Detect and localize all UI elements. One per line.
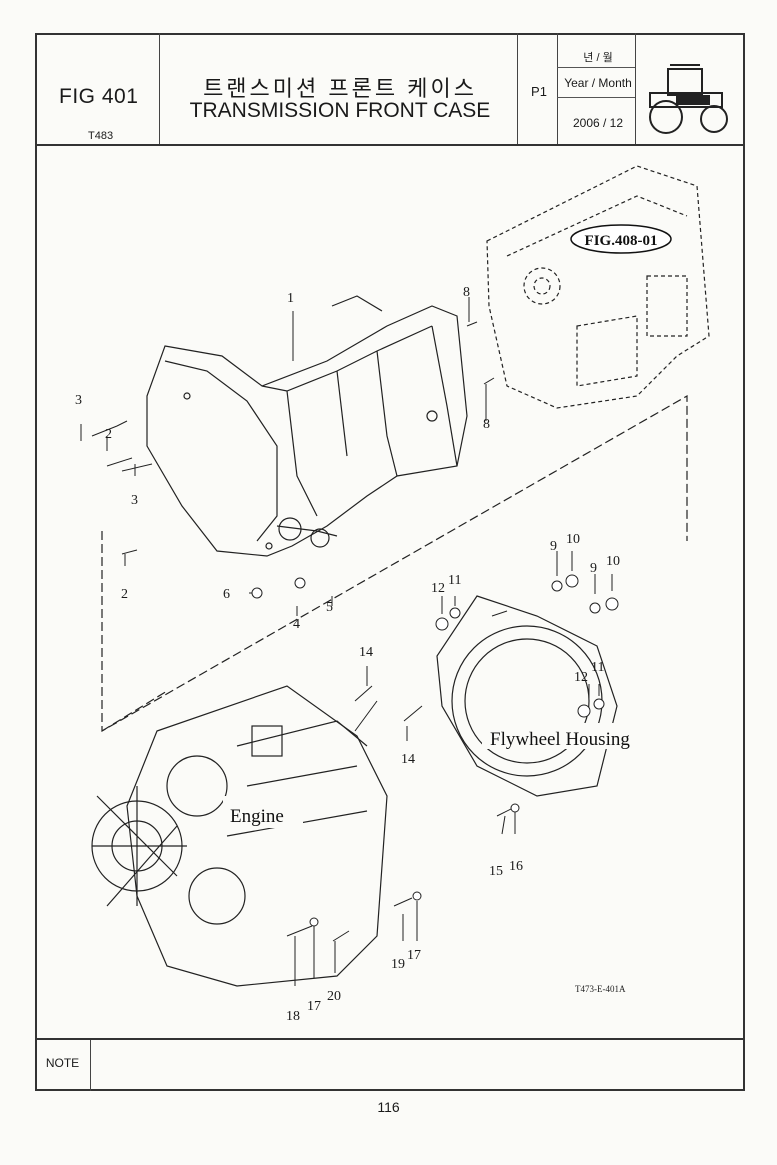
callout-14b: 14 (401, 752, 415, 767)
tractor-icon (649, 64, 728, 134)
callout-9b: 9 (590, 561, 597, 576)
callout-6: 6 (223, 587, 230, 602)
callout-8: 8 (463, 285, 470, 300)
header-divider (635, 33, 636, 144)
year-month-label: Year / Month (564, 76, 632, 90)
fig-reference-label[interactable]: FIG.408-01 (585, 233, 658, 249)
callout-2b: 2 (121, 587, 128, 602)
callout-3b: 3 (131, 493, 138, 508)
note-row: NOTE (35, 1038, 745, 1091)
header-divider (557, 67, 635, 68)
callout-10: 10 (566, 532, 580, 547)
drawing-code: T473-E-401A (575, 984, 626, 994)
callout-17b: 17 (307, 999, 321, 1014)
callout-15: 15 (489, 864, 503, 879)
callout-12b: 12 (574, 670, 588, 685)
callout-1: 1 (287, 291, 294, 306)
exploded-view-drawing: 1 2 2 3 3 4 5 6 8 8 9 10 9 10 11 12 11 1… (75, 165, 710, 1024)
callout-5: 5 (326, 600, 333, 615)
label-backdrop (223, 796, 303, 828)
flywheel-housing-part (436, 595, 618, 797)
callout-8b: 8 (483, 417, 490, 432)
header-divider (517, 33, 518, 144)
callout-4: 4 (293, 617, 300, 632)
fig-code: T483 (88, 130, 114, 142)
page-number: 116 (377, 1099, 400, 1115)
engine-part (91, 685, 388, 987)
page-frame (35, 33, 745, 1091)
callout-labels: 1 2 2 3 3 4 5 6 8 8 9 10 9 10 11 12 11 1… (75, 285, 620, 1024)
callout-18: 18 (286, 1009, 300, 1024)
callout-11b: 11 (591, 660, 604, 675)
callout-17: 17 (407, 948, 421, 963)
header-divider (557, 33, 558, 144)
callout-10b: 10 (606, 554, 620, 569)
title-korean: 트랜스미션 프론트 케이스 (203, 76, 477, 101)
engine-label: Engine (230, 806, 284, 827)
callout-9: 9 (550, 539, 557, 554)
callout-14: 14 (359, 645, 373, 660)
callout-19: 19 (391, 957, 405, 972)
callout-12: 12 (431, 581, 445, 596)
assembly-outline (101, 394, 688, 733)
header-divider (557, 97, 635, 98)
header-divider (159, 33, 160, 144)
page-code: P1 (531, 84, 547, 99)
flywheel-housing-label: Flywheel Housing (490, 729, 630, 750)
note-label: NOTE (35, 1040, 91, 1091)
reference-case-outline (486, 165, 710, 409)
callout-2: 2 (105, 427, 112, 442)
callout-3: 3 (75, 393, 82, 408)
year-month-korean: 년 / 월 (583, 52, 613, 64)
fig-number: FIG 401 (59, 85, 139, 108)
front-case-part (146, 295, 468, 557)
header-block: FIG 401 T483 트랜스미션 프론트 케이스 TRANSMISSION … (35, 33, 745, 146)
callout-20: 20 (327, 989, 341, 1004)
title-english: TRANSMISSION FRONT CASE (189, 99, 491, 122)
year-month-value: 2006 / 12 (572, 116, 624, 130)
label-backdrop (482, 723, 632, 749)
callout-16: 16 (509, 859, 523, 874)
reference-bubble (570, 224, 672, 254)
callout-11: 11 (448, 573, 461, 588)
